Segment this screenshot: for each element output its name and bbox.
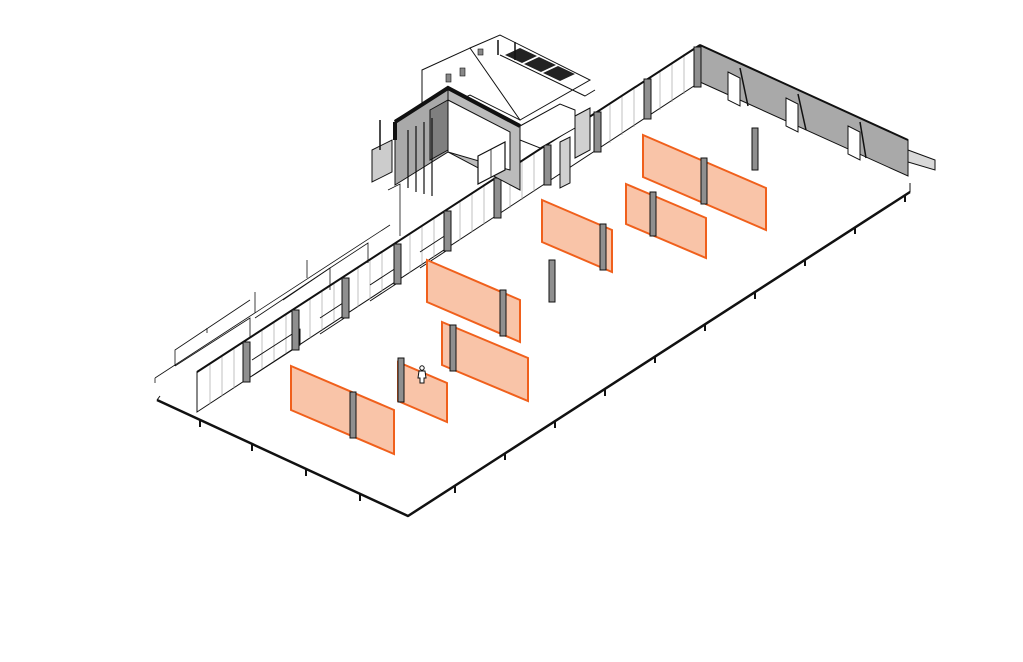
back-wall-north-facade [196,44,702,413]
display-panel-2 [625,182,707,260]
back-wall-east [699,44,936,177]
slab-supports [199,195,906,501]
display-panel-7 [290,364,395,456]
display-panel-3 [541,198,613,274]
exterior-canopy [154,183,401,383]
core-block [371,34,596,196]
display-panel-5 [441,320,529,403]
display-panel-4 [426,258,521,344]
display-panels [290,133,767,456]
floor-columns [548,127,759,303]
person-icon [417,365,427,384]
